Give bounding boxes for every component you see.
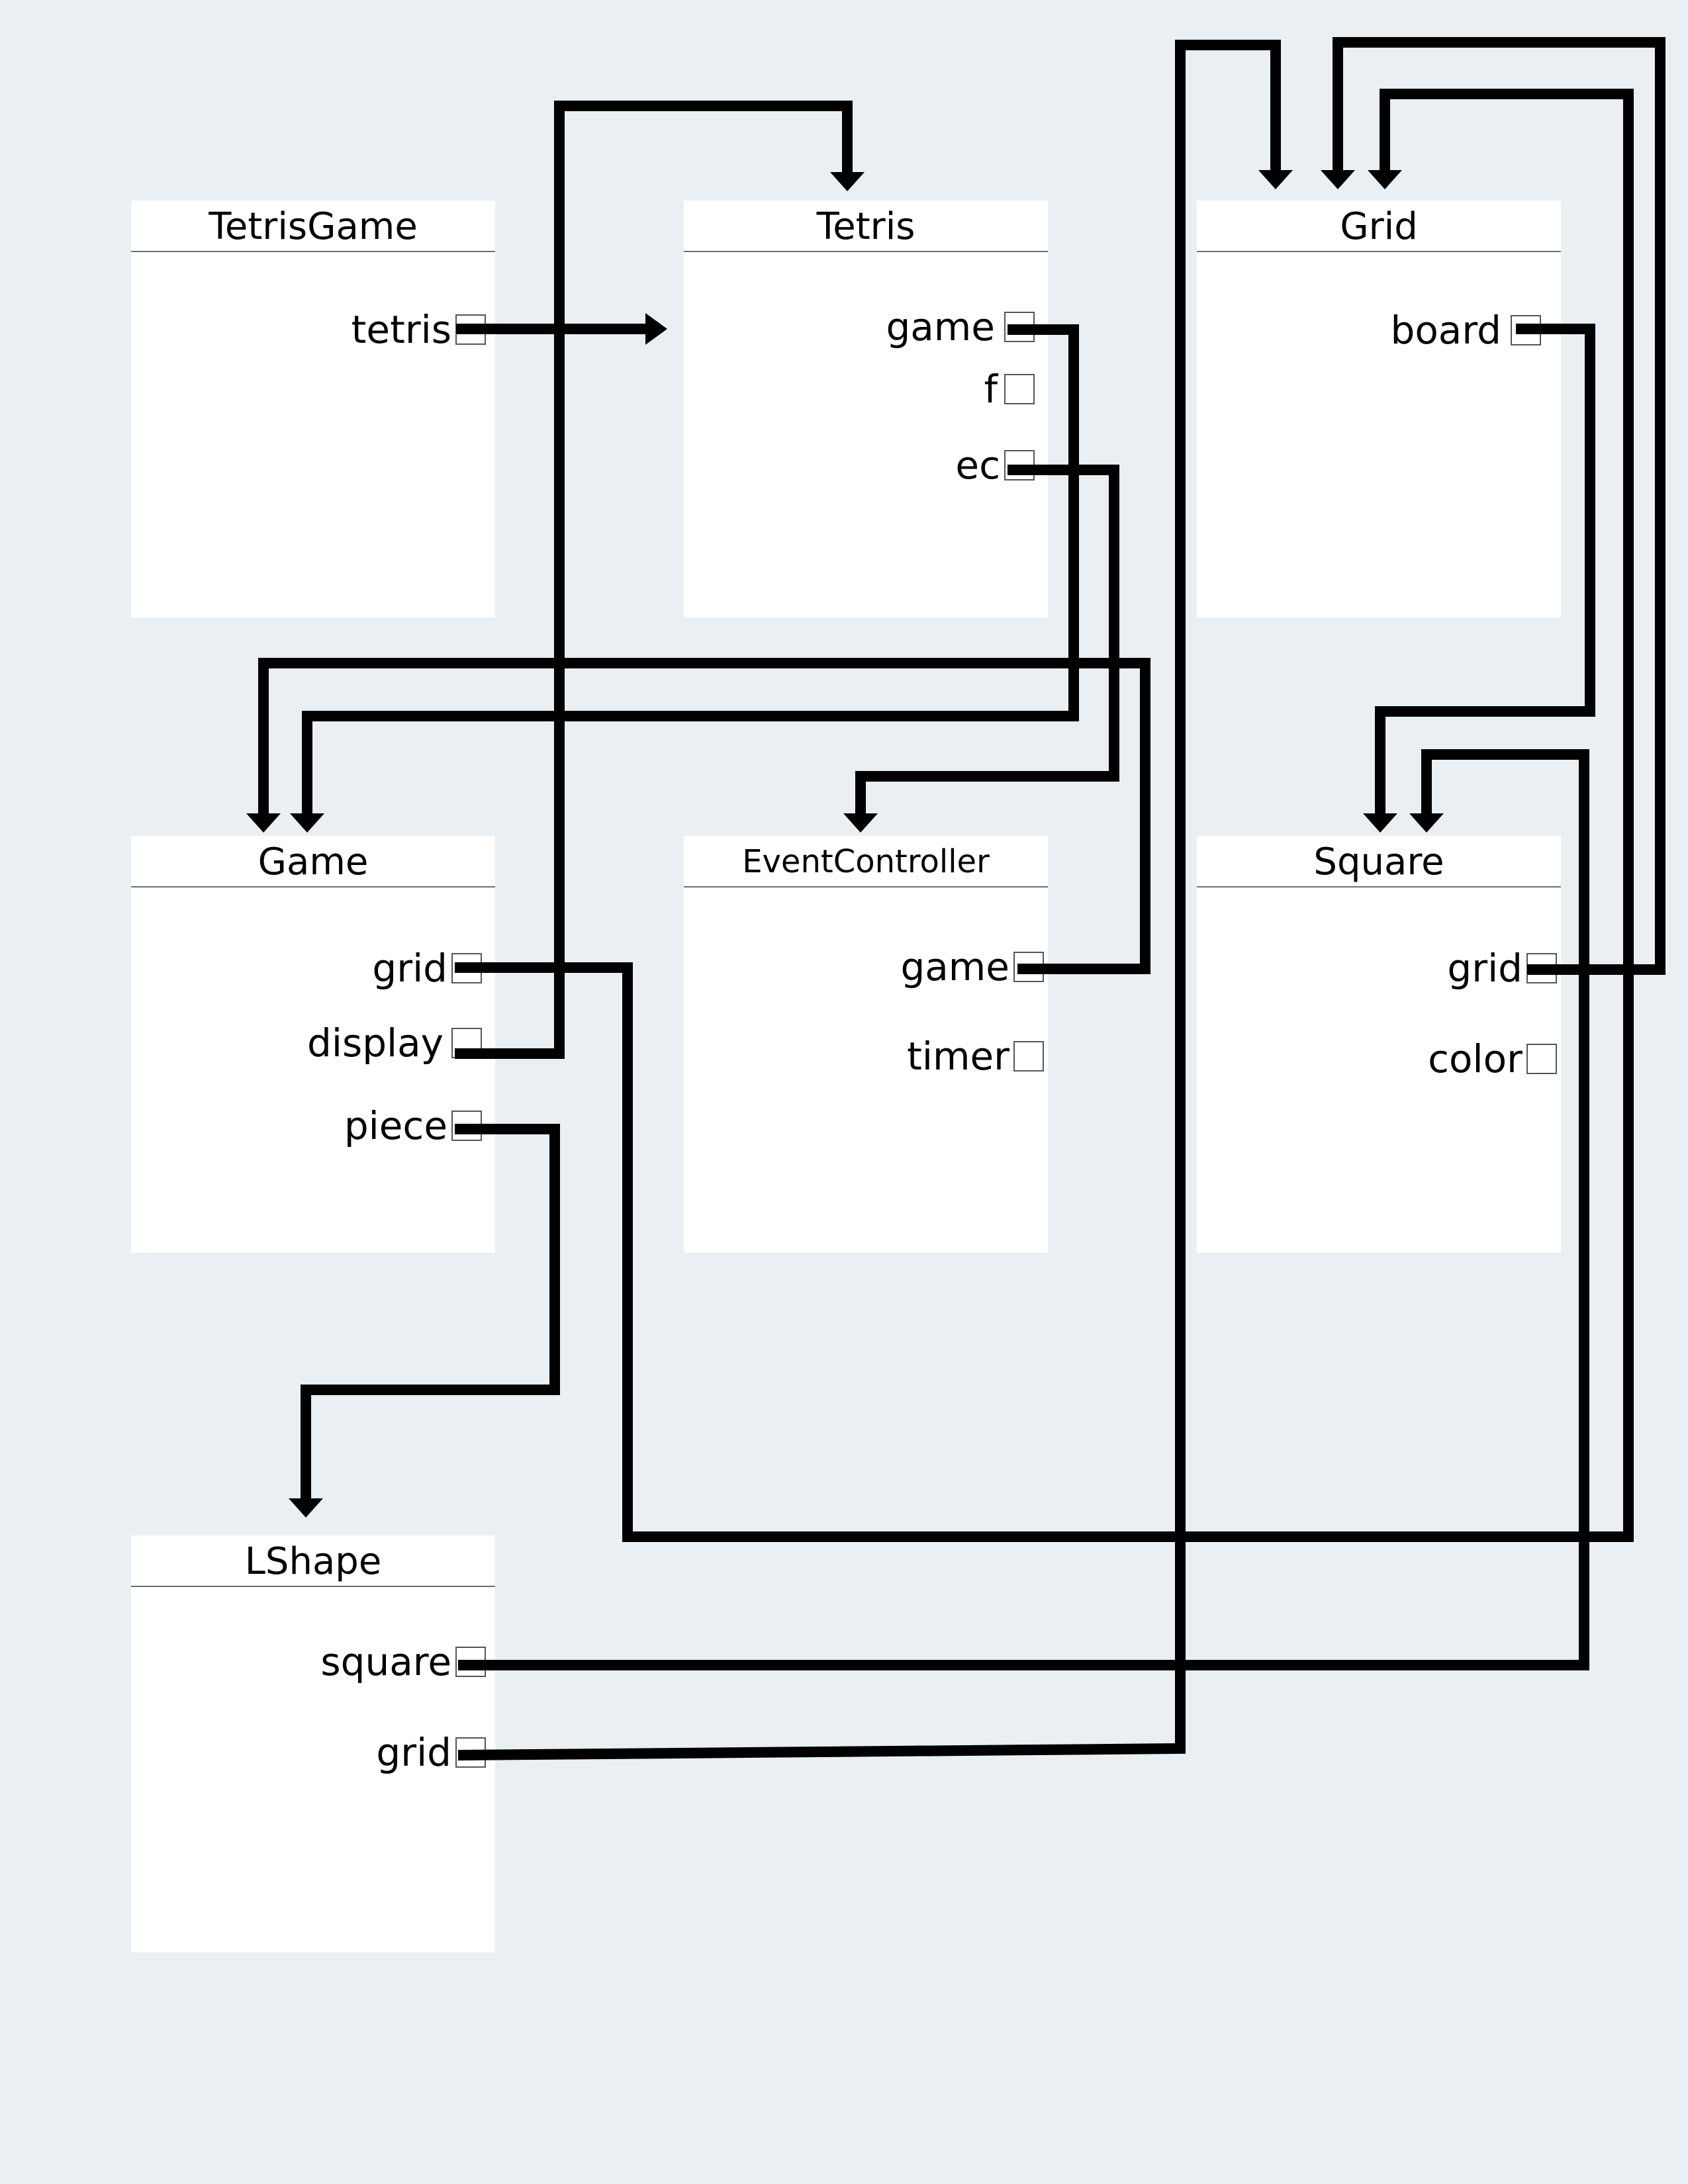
class-box-square: Square grid color <box>1197 836 1561 1253</box>
class-box-grid: Grid board <box>1197 201 1561 617</box>
class-title: Tetris <box>684 201 1048 252</box>
field-label: piece <box>344 1103 447 1148</box>
arrow-game-grid-to-grid <box>455 89 1634 1542</box>
arrow-eventcontroller-game-to-game <box>246 658 1150 974</box>
class-box-game: Game grid display piece <box>131 836 495 1253</box>
field-label: tetris <box>351 307 451 352</box>
class-box-eventcontroller: EventController game timer <box>684 836 1048 1253</box>
field-square: square <box>320 1639 486 1684</box>
field-piece: piece <box>344 1103 482 1148</box>
field-label: grid <box>1447 946 1523 991</box>
field-label: color <box>1428 1036 1523 1081</box>
arrow-game-display-to-tetris <box>455 101 865 1059</box>
reference-slot[interactable] <box>1013 1041 1044 1071</box>
class-title: Game <box>131 836 495 887</box>
field-timer: timer <box>907 1034 1044 1079</box>
field-label: game <box>886 304 995 349</box>
class-box-tetrisgame: TetrisGame tetris <box>131 201 495 617</box>
field-label: game <box>900 944 1009 989</box>
field-label: timer <box>907 1034 1009 1079</box>
class-box-lshape: LShape square grid <box>131 1535 495 1952</box>
field-board: board <box>1391 308 1541 353</box>
class-title: Grid <box>1197 201 1561 252</box>
field-display: display <box>307 1021 482 1066</box>
class-title: LShape <box>131 1535 495 1587</box>
field-f: f <box>984 367 1035 412</box>
arrow-tetris-ec-to-eventcontroller <box>843 465 1119 833</box>
field-label: grid <box>372 946 447 991</box>
field-label: grid <box>376 1730 451 1775</box>
field-label: board <box>1390 308 1502 353</box>
class-title: TetrisGame <box>131 201 495 252</box>
field-label: square <box>320 1639 451 1684</box>
reference-slot[interactable] <box>1004 374 1035 404</box>
class-title: EventController <box>684 836 1048 887</box>
arrow-grid-board-to-square <box>1363 324 1595 833</box>
field-label: display <box>307 1021 444 1066</box>
field-label: f <box>984 367 998 412</box>
field-color: color <box>1428 1036 1557 1081</box>
arrow-lshape-square-to-square <box>458 749 1589 1670</box>
field-label: ec <box>955 443 1000 488</box>
arrow-game-piece-to-lshape <box>289 1124 560 1518</box>
class-box-tetris: Tetris game f ec <box>684 201 1048 617</box>
arrow-tetris-game-to-game <box>290 324 1079 833</box>
reference-slot[interactable] <box>1526 1044 1557 1074</box>
arrow-square-grid-to-grid <box>1321 37 1665 975</box>
class-title: Square <box>1197 836 1561 887</box>
arrow-lshape-grid-to-grid <box>457 40 1293 1761</box>
